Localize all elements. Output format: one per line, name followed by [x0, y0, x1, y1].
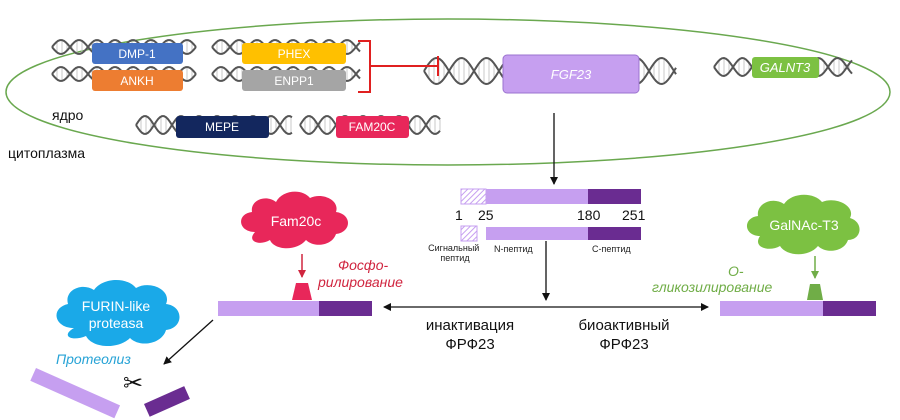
inactivation-label-1: инактивация [426, 317, 514, 334]
gene-enpp1: ENPP1 [242, 70, 346, 91]
phosphate-group [292, 283, 312, 300]
gene-ankh: ANKH [92, 70, 183, 91]
inhibition-bracket [358, 40, 439, 93]
bioactive-label-2: ФРФ23 [599, 336, 648, 353]
gene-fgf23: FGF23 [502, 54, 640, 94]
bioactive-label-1: биоактивный [578, 317, 669, 334]
position-180: 180 [577, 207, 601, 223]
n-peptide-segment [486, 189, 588, 204]
gene-phex-label: PHEX [278, 47, 311, 61]
galnac-t3-enzyme-cloud: GalNAc-T3 [746, 194, 860, 255]
glycan-group [807, 284, 823, 300]
position-251: 251 [622, 207, 646, 223]
gene-phex: PHEX [242, 43, 346, 64]
glycosylation-label-2: гликозилирование [652, 279, 772, 295]
gene-galnt3-label: GALNT3 [760, 60, 811, 75]
inactivation-label-2: ФРФ23 [445, 336, 494, 353]
galnac-t3-enzyme-label: GalNAc-T3 [769, 217, 838, 233]
signal-peptide-legend [460, 225, 478, 242]
c-peptide-fragment [588, 227, 641, 240]
fgf23-protein-full [460, 188, 641, 205]
glycosylated-fgf23 [720, 284, 876, 316]
phosphorylated-fgf23 [218, 283, 372, 316]
gene-dmp1-label: DMP-1 [118, 47, 156, 61]
position-1: 1 [455, 207, 463, 223]
gene-galnt3: GALNT3 [752, 57, 819, 78]
fam20c-enzyme-label: Fam20c [271, 213, 322, 229]
c-peptide-segment [588, 189, 641, 204]
proteolysis-arrow [163, 319, 214, 365]
gene-dmp1: DMP-1 [92, 43, 183, 64]
phosphorylation-label-2: рилирование [317, 274, 403, 290]
nucleus-label: ядро [52, 107, 84, 123]
gene-fam20c-label: FAM20C [349, 120, 396, 134]
cytoplasm-label: цитоплазма [8, 145, 85, 161]
gene-fgf23-label: FGF23 [551, 67, 592, 82]
n-peptide-label: N-пептид [494, 244, 533, 254]
cleaved-c-fragment [144, 386, 190, 417]
phosphorylation-label-1: Фосфо- [338, 257, 389, 273]
glycosylation-label-1: О- [728, 263, 744, 279]
gene-fam20c: FAM20C [336, 116, 409, 138]
furin-protease-cloud: FURIN-like proteasa [56, 279, 180, 347]
gene-mepe: MEPE [176, 116, 269, 138]
signal-peptide-label: Сигнальный пептид [428, 243, 482, 263]
signal-peptide-segment [460, 188, 487, 205]
proteolysis-label: Протеолиз [56, 351, 131, 367]
cleaved-n-fragment [30, 368, 121, 419]
nucleus-membrane [5, 18, 891, 166]
gene-mepe-label: MEPE [205, 120, 239, 134]
furin-label-1: FURIN-like [82, 298, 151, 314]
position-25: 25 [478, 207, 494, 223]
c-peptide-label: C-пептид [592, 244, 631, 254]
gene-enpp1-label: ENPP1 [274, 74, 314, 88]
fam20c-enzyme-cloud: Fam20c [241, 191, 348, 249]
n-peptide-fragment [486, 227, 588, 240]
furin-label-2: proteasa [89, 315, 144, 331]
gene-ankh-label: ANKH [120, 74, 153, 88]
scissors-icon: ✂ [123, 369, 143, 397]
